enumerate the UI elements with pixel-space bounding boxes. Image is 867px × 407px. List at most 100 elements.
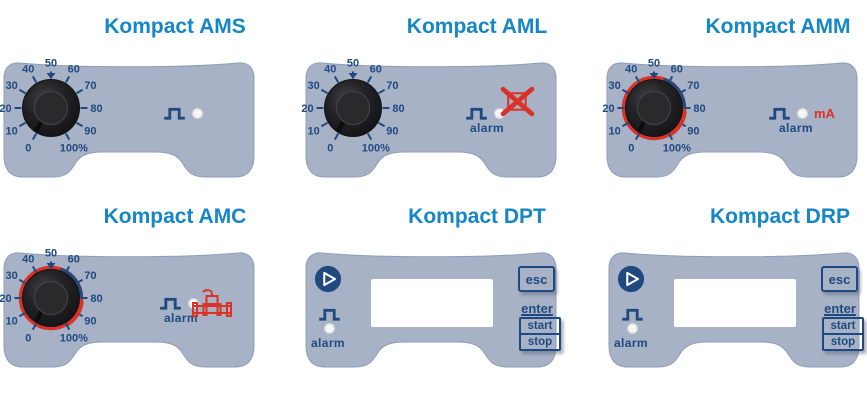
alarm-label: alarm xyxy=(469,121,505,135)
dial-scale-label: 60 xyxy=(68,254,80,266)
pulse-output-icon xyxy=(164,107,185,120)
dial-tick xyxy=(634,133,641,141)
faceplate: alarm esc enter start stop xyxy=(608,247,864,372)
pulse-output-icon xyxy=(319,308,340,321)
dial-scale-label: 70 xyxy=(687,80,699,92)
enter-button[interactable]: enter xyxy=(824,301,856,316)
product-title: Kompact DPT xyxy=(408,205,546,228)
dial-scale-label: 70 xyxy=(84,270,96,282)
pulse-output-icon xyxy=(160,297,181,310)
dial-pointer-mark xyxy=(649,73,659,79)
indicator-cluster xyxy=(465,106,505,121)
pulse-output-icon xyxy=(769,107,790,120)
product-title: Kompact AMM xyxy=(705,15,851,38)
dial-scale-label: 80 xyxy=(392,103,404,115)
dial-tick xyxy=(31,133,38,141)
alarm-label: alarm xyxy=(778,121,814,135)
product-title: Kompact DRP xyxy=(709,205,851,228)
dial-scale-label: 40 xyxy=(22,254,34,266)
enter-button[interactable]: enter xyxy=(521,301,553,316)
dial-scale-label: 30 xyxy=(5,270,17,282)
led-indicator xyxy=(797,108,808,119)
dial-scale-label: 0 xyxy=(628,142,634,154)
dial-pointer-mark xyxy=(46,73,56,79)
indicator-cluster xyxy=(163,106,203,121)
dial-tick xyxy=(667,133,674,141)
esc-button[interactable]: esc xyxy=(821,266,858,292)
led-indicator xyxy=(627,323,638,334)
dial-tick xyxy=(31,323,38,331)
product-title: Kompact AMS xyxy=(104,15,246,38)
dial-scale-label: 0 xyxy=(25,332,31,344)
product-kompact-drp: Kompact DRP alarm esc enter start stop xyxy=(608,204,864,372)
indicator-cluster xyxy=(621,307,644,322)
dial-blue-arc xyxy=(662,77,686,108)
dial-scale-label: 10 xyxy=(307,126,319,138)
dial-tick xyxy=(320,121,328,128)
dial-tick xyxy=(634,75,641,83)
dial-tick xyxy=(31,75,38,83)
led-indicator xyxy=(192,108,203,119)
knob-inner xyxy=(636,90,672,126)
dial-scale-label: 0 xyxy=(327,142,333,154)
knob-inner xyxy=(33,90,69,126)
dial-scale-label: 50 xyxy=(347,58,359,70)
dial-scale-label: 100% xyxy=(60,142,88,154)
dial-tick xyxy=(378,88,386,95)
dial-tick xyxy=(18,278,26,285)
faceplate: alarm esc enter start stop xyxy=(305,247,561,372)
led-indicator xyxy=(494,108,505,119)
dial-pointer-mark xyxy=(46,263,56,269)
dial-scale-label: 80 xyxy=(90,103,102,115)
dial-pointer-mark xyxy=(348,73,358,79)
dial-scale-label: 50 xyxy=(648,58,660,70)
stop-label: stop xyxy=(830,336,856,348)
dial-scale-label: 60 xyxy=(671,64,683,76)
dial-scale-label: 60 xyxy=(370,64,382,76)
dial-scale-label: 10 xyxy=(608,126,620,138)
level-empty-alarm-icon xyxy=(500,86,535,117)
stop-label: stop xyxy=(527,336,553,348)
dial-scale-label: 20 xyxy=(0,103,12,115)
dial-tick xyxy=(18,121,26,128)
esc-button[interactable]: esc xyxy=(518,266,555,292)
start-stop-button[interactable]: start stop xyxy=(822,317,864,351)
dial-tick xyxy=(76,121,84,128)
dial-scale-label: 90 xyxy=(687,126,699,138)
dial-scale-label: 20 xyxy=(0,293,12,305)
dial-tick xyxy=(366,75,373,83)
dial-tick xyxy=(333,133,340,141)
dial-scale-label: 20 xyxy=(602,103,614,115)
dial-scale-label: 70 xyxy=(386,80,398,92)
dial-tick xyxy=(64,75,71,83)
dial-scale-label: 40 xyxy=(22,64,34,76)
start-stop-button[interactable]: start stop xyxy=(519,317,561,351)
alarm-label: alarm xyxy=(163,311,199,325)
dial-scale-label: 30 xyxy=(307,80,319,92)
dial-scale-label: 30 xyxy=(5,80,17,92)
dial-scale-label: 50 xyxy=(45,58,57,70)
start-label: start xyxy=(521,319,559,335)
dial-scale-label: 80 xyxy=(693,103,705,115)
pulse-output-icon xyxy=(466,107,487,120)
ma-signal-label: mA xyxy=(814,106,835,121)
dial-scale-label: 80 xyxy=(90,293,102,305)
product-kompact-dpt: Kompact DPT alarm esc enter start stop xyxy=(305,204,561,372)
dial-scale-label: 10 xyxy=(5,316,17,328)
play-logo-icon xyxy=(617,265,645,293)
dial-scale-label: 50 xyxy=(45,248,57,260)
dial-red-arc xyxy=(668,110,687,137)
dial-tick xyxy=(378,121,386,128)
